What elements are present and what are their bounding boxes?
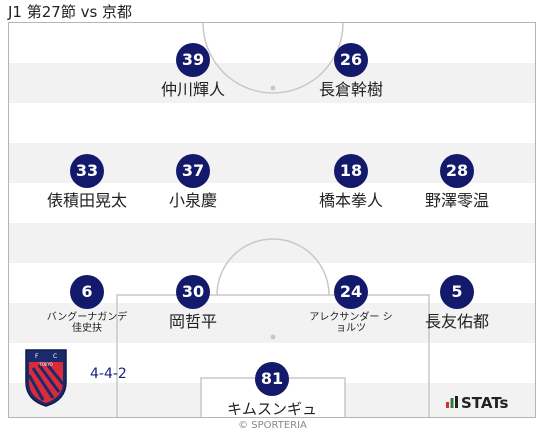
player-number-badge: 24 bbox=[334, 275, 368, 309]
player-28[interactable]: 28 野澤零温 bbox=[397, 154, 517, 211]
player-name: 長友佑都 bbox=[424, 312, 489, 331]
pitch: 39 仲川輝人 26 長倉幹樹 33 俵積田晃太 37 小泉慶 18 橋本拳人 … bbox=[8, 22, 536, 418]
player-37[interactable]: 37 小泉慶 bbox=[133, 154, 253, 211]
pitch-markings bbox=[116, 23, 430, 417]
penalty-arc bbox=[216, 238, 330, 296]
player-number-badge: 30 bbox=[176, 275, 210, 309]
penalty-box bbox=[116, 294, 430, 417]
penalty-spot bbox=[270, 334, 276, 340]
player-26[interactable]: 26 長倉幹樹 bbox=[291, 43, 411, 100]
player-number-badge: 28 bbox=[440, 154, 474, 188]
crest-letter: C bbox=[53, 353, 57, 360]
player-24[interactable]: 24 アレクサンダー ショルツ bbox=[291, 275, 411, 334]
player-33[interactable]: 33 俵積田晃太 bbox=[27, 154, 147, 211]
crest-letter: F bbox=[35, 353, 39, 360]
formation-label: 4-4-2 bbox=[90, 366, 127, 382]
player-name: 俵積田晃太 bbox=[46, 191, 127, 210]
player-number-badge: 33 bbox=[70, 154, 104, 188]
player-6[interactable]: 6 バングーナガンデ 佳史扶 bbox=[27, 275, 147, 334]
player-18[interactable]: 18 橋本拳人 bbox=[291, 154, 411, 211]
match-title: J1 第27節 vs 京都 bbox=[8, 3, 133, 21]
player-name: 小泉慶 bbox=[168, 191, 217, 210]
player-name: 橋本拳人 bbox=[318, 191, 383, 210]
player-81[interactable]: 81 キムスンギュ bbox=[212, 362, 332, 418]
player-name: 野澤零温 bbox=[424, 191, 489, 210]
stats-brand: STATs bbox=[461, 394, 509, 412]
player-number-badge: 5 bbox=[440, 275, 474, 309]
player-number-badge: 39 bbox=[176, 43, 210, 77]
player-number-badge: 6 bbox=[70, 275, 104, 309]
fc-tokyo-crest-icon: F C TOKYO bbox=[25, 349, 67, 407]
center-spot bbox=[270, 85, 276, 91]
stats-logo: STATs bbox=[446, 394, 508, 412]
player-name: バングーナガンデ 佳史扶 bbox=[46, 312, 128, 334]
player-39[interactable]: 39 仲川輝人 bbox=[133, 43, 253, 100]
player-number-badge: 26 bbox=[334, 43, 368, 77]
player-name: 岡哲平 bbox=[168, 312, 217, 331]
player-name: 仲川輝人 bbox=[160, 80, 225, 99]
player-number-badge: 37 bbox=[176, 154, 210, 188]
pitch-stripe bbox=[9, 23, 535, 63]
crest-text: TOKYO bbox=[38, 362, 52, 367]
copyright: © SPORTERIA bbox=[238, 420, 307, 431]
pitch-stripe bbox=[9, 183, 535, 223]
player-number-badge: 18 bbox=[334, 154, 368, 188]
player-name: 長倉幹樹 bbox=[318, 80, 383, 99]
pitch-stripe bbox=[9, 103, 535, 143]
player-name: アレクサンダー ショルツ bbox=[309, 312, 393, 334]
bar-chart-icon bbox=[446, 396, 458, 408]
player-number-badge: 81 bbox=[255, 362, 289, 396]
player-5[interactable]: 5 長友佑都 bbox=[397, 275, 517, 332]
player-30[interactable]: 30 岡哲平 bbox=[133, 275, 253, 332]
player-name: キムスンギュ bbox=[226, 400, 317, 418]
